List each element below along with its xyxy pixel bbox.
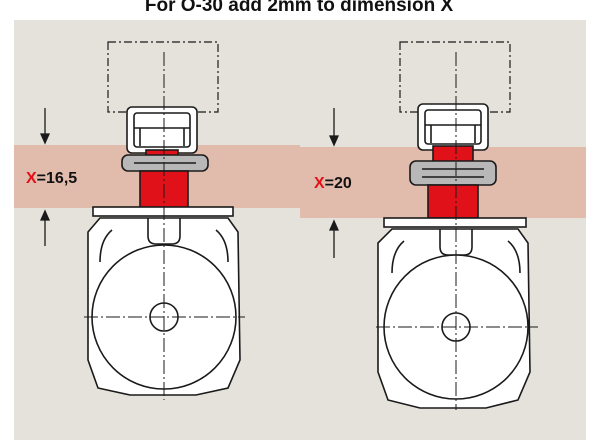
right-dashed-outline <box>399 41 511 113</box>
left-dimension-value: =16,5 <box>37 170 78 187</box>
right-dimension-label: X=20 <box>314 175 352 192</box>
right-gray-nut <box>409 160 497 186</box>
right-dimension-value: =20 <box>325 175 352 192</box>
left-assembly <box>84 41 245 400</box>
right-flange <box>383 217 527 228</box>
right-red-neck <box>432 145 474 163</box>
left-dimension-label: X=16,5 <box>26 170 77 187</box>
right-dimension-arrows <box>328 108 340 258</box>
left-cap-inner <box>133 112 191 148</box>
left-dimension-letter: X <box>26 170 37 187</box>
right-assembly <box>376 41 538 410</box>
right-dimension-letter: X <box>314 175 325 192</box>
diagram-title: For O-30 add 2mm to dimension X <box>144 0 454 16</box>
right-red-stem <box>427 184 479 219</box>
left-dimension-arrows <box>39 108 51 246</box>
right-cap-inner <box>424 109 482 145</box>
left-flange <box>92 206 234 217</box>
left-dashed-outline <box>107 41 219 113</box>
